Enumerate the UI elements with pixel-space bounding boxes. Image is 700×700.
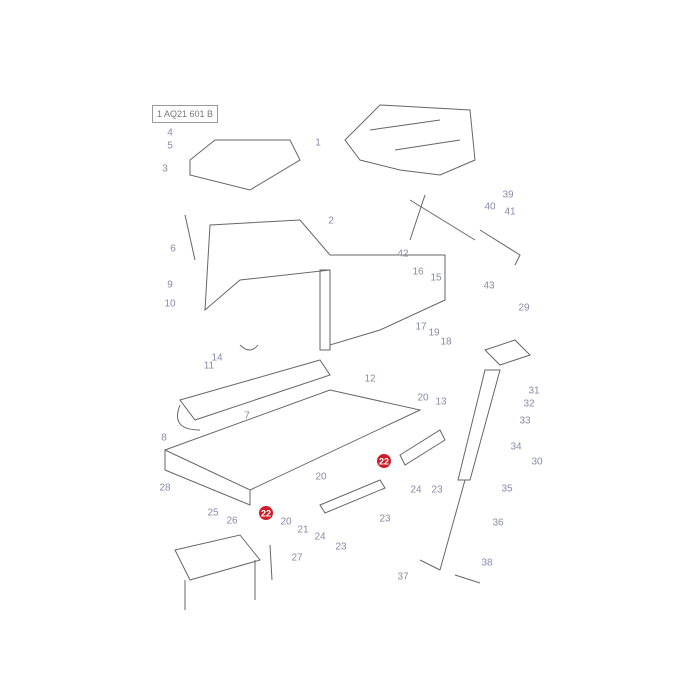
callout-14: 14 (211, 353, 223, 364)
highlight-marker (377, 454, 391, 468)
callout-36: 36 (492, 518, 504, 529)
callout-27: 27 (291, 553, 303, 564)
callout-38: 38 (481, 558, 493, 569)
callout-24: 24 (314, 532, 326, 543)
callout-31: 31 (528, 386, 540, 397)
callout-20: 20 (280, 517, 292, 528)
callout-37: 37 (397, 572, 409, 583)
callout-18: 18 (440, 337, 452, 348)
callout-39: 39 (502, 190, 514, 201)
callout-23: 23 (379, 514, 391, 525)
callout-9: 9 (167, 280, 173, 291)
callout-21: 21 (297, 525, 309, 536)
callout-25: 25 (207, 508, 219, 519)
callout-43: 43 (483, 281, 495, 292)
callout-8: 8 (161, 433, 167, 444)
callout-20: 20 (315, 472, 327, 483)
callout-6: 6 (170, 244, 176, 255)
callout-3: 3 (162, 164, 168, 175)
diagram-reference: 1 AQ21 601 B (152, 105, 218, 123)
callout-11: 11 (204, 361, 215, 372)
callout-41: 41 (504, 207, 516, 218)
callout-12: 12 (364, 374, 376, 385)
callout-19: 19 (428, 328, 440, 339)
callout-23: 23 (335, 542, 347, 553)
callout-4: 4 (167, 128, 173, 139)
callout-24: 24 (410, 485, 422, 496)
part-shapes (163, 104, 531, 610)
highlight-marker (259, 506, 273, 520)
callout-42: 42 (397, 249, 409, 260)
callout-34: 34 (510, 442, 522, 453)
callout-7: 7 (244, 411, 250, 422)
callout-2: 2 (328, 216, 334, 227)
callout-15: 15 (430, 273, 442, 284)
callout-5: 5 (167, 141, 173, 152)
callout-13: 13 (435, 397, 447, 408)
callout-32: 32 (523, 399, 535, 410)
callout-1: 1 (315, 138, 321, 149)
callout-35: 35 (501, 484, 513, 495)
highlighted-callout-22: 22 (379, 456, 389, 466)
callout-30: 30 (531, 457, 543, 468)
callout-20: 20 (417, 393, 429, 404)
callout-26: 26 (226, 516, 238, 527)
callout-40: 40 (484, 202, 496, 213)
callout-labels: 1234567891011121314151617181920202021232… (159, 128, 543, 583)
callout-17: 17 (415, 322, 427, 333)
callout-29: 29 (518, 303, 530, 314)
callout-28: 28 (159, 483, 171, 494)
highlighted-callout-22: 22 (261, 508, 271, 518)
callout-10: 10 (164, 299, 176, 310)
callout-23: 23 (431, 485, 443, 496)
callout-16: 16 (412, 267, 424, 278)
callout-33: 33 (519, 416, 531, 427)
